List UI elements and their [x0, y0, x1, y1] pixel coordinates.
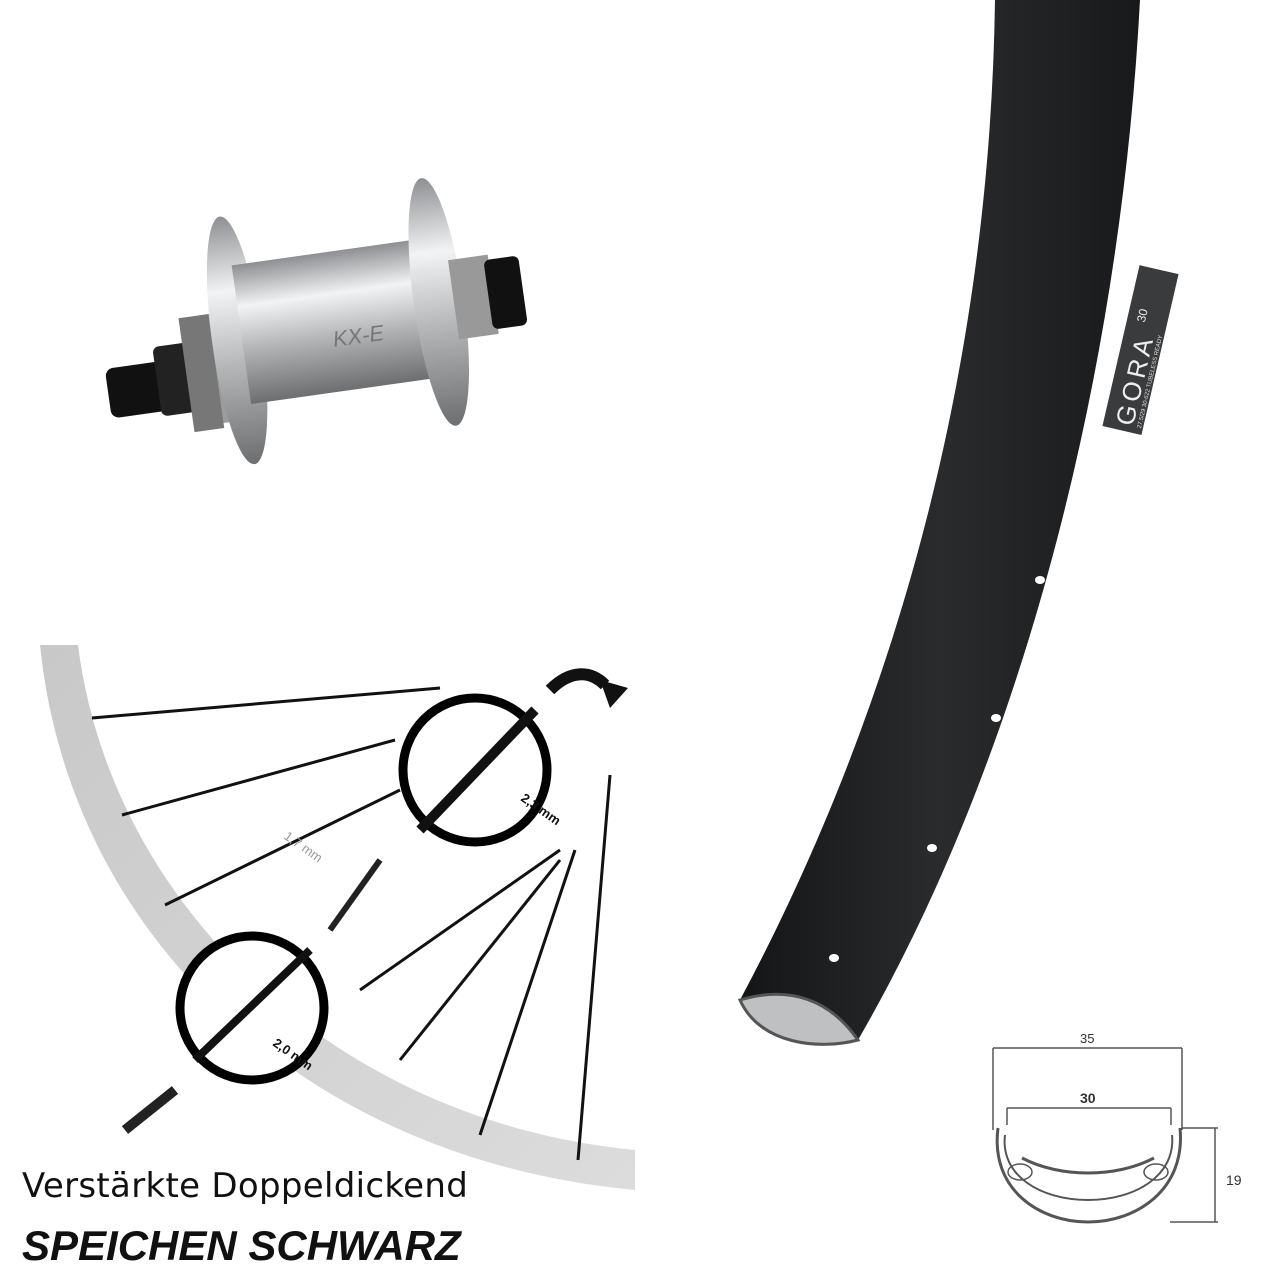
rim: GORA 30 27.5/29 30-622 TUBELESS READY — [737, 0, 1179, 1046]
svg-text:30: 30 — [1134, 307, 1151, 323]
profile-outer-width: 35 — [1080, 1031, 1094, 1046]
rim-decal: GORA 30 27.5/29 30-622 TUBELESS READY — [1102, 265, 1179, 435]
rim-profile-drawing — [992, 1047, 1218, 1224]
hub: KX-E — [105, 178, 528, 465]
label-middle-thickness: 1,7 mm — [281, 828, 325, 865]
spoke-diagram: 2,3 mm 1,7 mm 2,0 mm — [40, 645, 635, 1190]
caption-line-2: SPEICHEN SCHWARZ — [22, 1222, 461, 1269]
profile-height: 19 — [1226, 1172, 1242, 1188]
profile-inner-width: 30 — [1080, 1090, 1096, 1106]
caption-line-1: Verstärkte Doppeldickend — [22, 1166, 469, 1206]
spokes — [91, 686, 612, 1161]
